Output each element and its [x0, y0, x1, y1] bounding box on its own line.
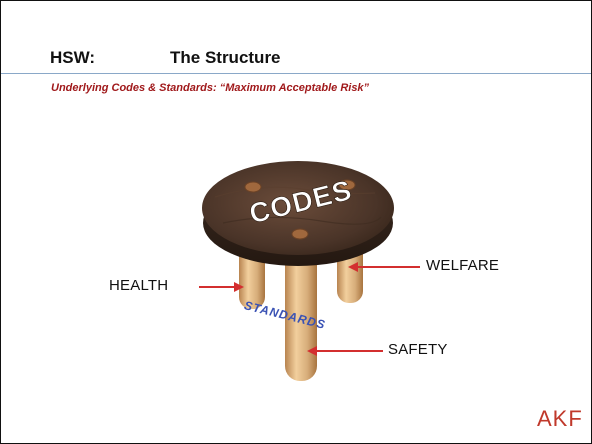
slide-title: HSW: The Structure	[50, 48, 570, 72]
safety-arrow	[307, 346, 383, 356]
welfare-arrow	[348, 262, 420, 272]
welfare-label: WELFARE	[426, 257, 500, 274]
title-divider	[1, 73, 591, 74]
seat-peg	[338, 179, 356, 191]
health-arrow	[199, 282, 244, 292]
title-prefix: HSW:	[50, 48, 96, 67]
title-main: The Structure	[170, 48, 281, 67]
seat-peg	[291, 228, 309, 240]
safety-label: SAFETY	[388, 341, 448, 358]
slide-subtitle: Underlying Codes & Standards: “Maximum A…	[51, 82, 370, 94]
stool-leg-front	[285, 245, 317, 381]
health-label: HEALTH	[109, 277, 169, 294]
akf-logo: AKF	[537, 406, 583, 431]
seat-peg	[244, 181, 262, 193]
